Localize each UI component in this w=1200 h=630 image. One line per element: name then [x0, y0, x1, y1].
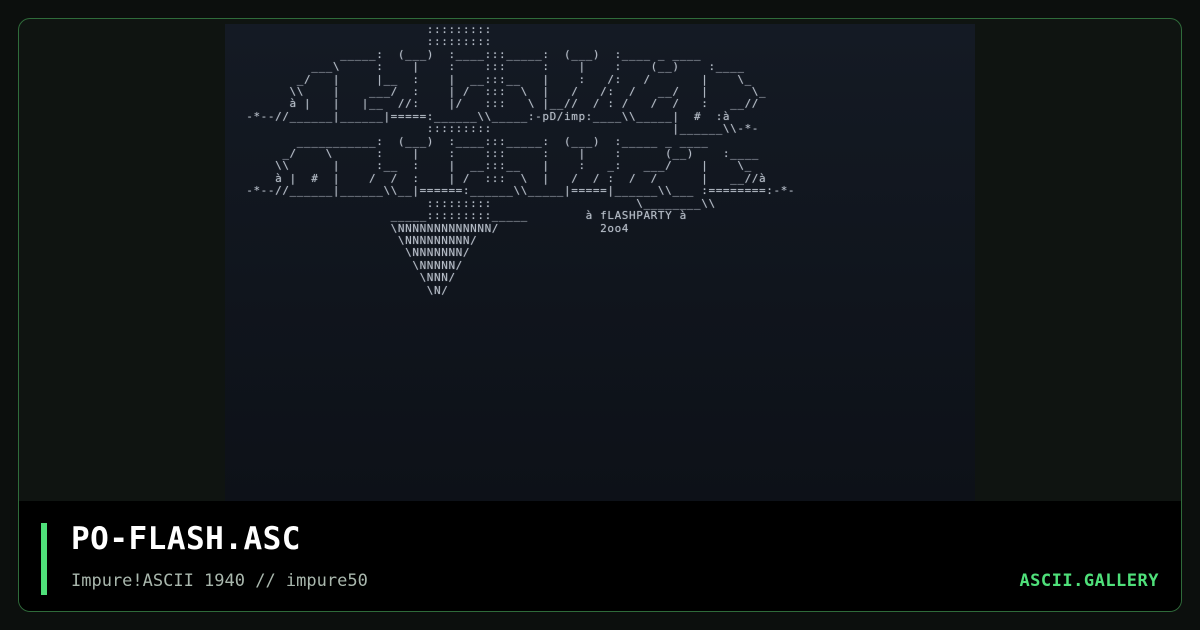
- card-frame: ::::::::: ::::::::: _____: (___) :____::…: [18, 18, 1182, 612]
- footer-bar: PO-FLASH.ASC Impure!ASCII 1940 // impure…: [19, 501, 1181, 611]
- artwork-subtitle: Impure!ASCII 1940 // impure50: [71, 571, 368, 591]
- accent-bar: [41, 523, 47, 595]
- ascii-art-text: ::::::::: ::::::::: _____: (___) :____::…: [246, 24, 796, 297]
- artwork-title: PO-FLASH.ASC: [71, 521, 301, 557]
- site-brand-link[interactable]: ASCII.GALLERY: [1019, 571, 1159, 591]
- ascii-art-preview[interactable]: ::::::::: ::::::::: _____: (___) :____::…: [225, 24, 975, 501]
